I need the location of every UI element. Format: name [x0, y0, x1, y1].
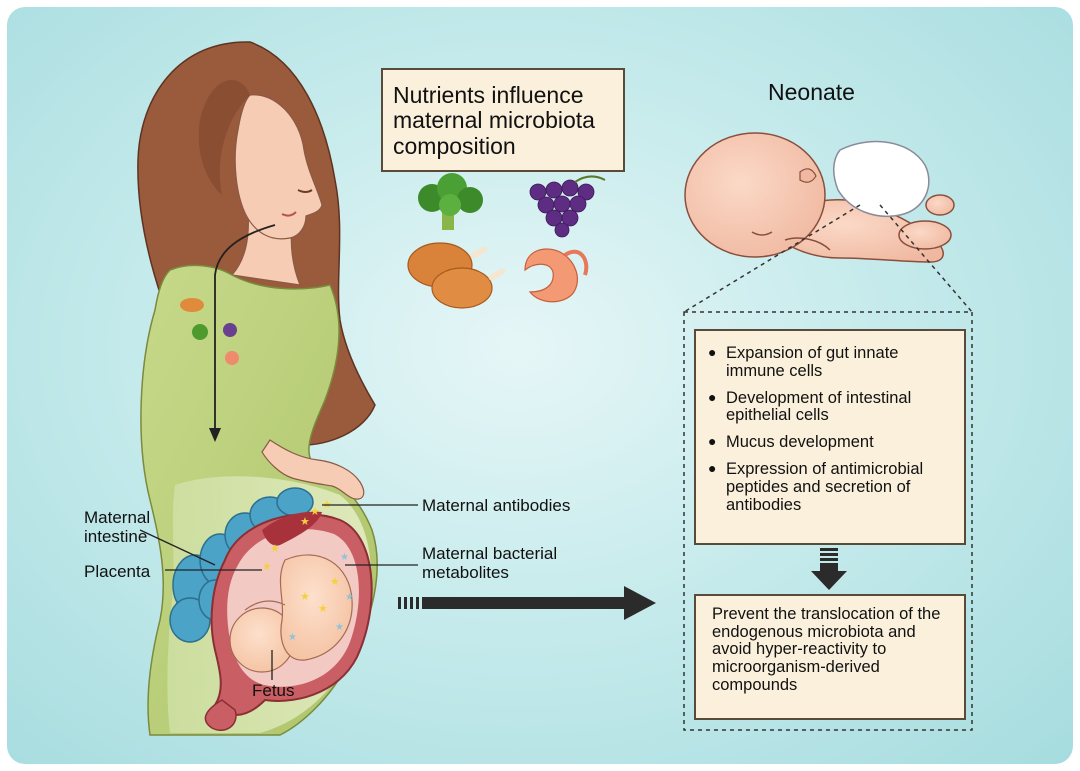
chicken-drumstick-icon — [407, 242, 506, 309]
effect-item: Expansion of gut innate immune cells — [708, 344, 956, 381]
svg-text:★: ★ — [310, 506, 320, 518]
digestion-arrow — [214, 224, 276, 430]
shrimp-icon — [524, 248, 589, 303]
label-fetus: Fetus — [252, 681, 295, 700]
outcome-box: Prevent the translocation of the endogen… — [694, 594, 966, 720]
mother-arm — [261, 439, 365, 500]
effect-item: Expression of antimicrobial peptides and… — [708, 460, 956, 514]
svg-text:★: ★ — [300, 516, 310, 528]
effects-list: Expansion of gut innate immune cells Dev… — [708, 344, 956, 515]
svg-text:★: ★ — [262, 561, 272, 573]
metabolite-stars: ★ ★ ★ ★ — [288, 552, 354, 643]
label-line: Maternal bacterial — [422, 544, 558, 563]
svg-text:★: ★ — [270, 543, 280, 555]
label-placenta: Placenta — [84, 562, 151, 581]
label-maternal-bacterial-metabolites: Maternal bacterial metabolites — [422, 544, 557, 582]
svg-text:★: ★ — [335, 622, 344, 633]
effect-item: Development of intestinal epithelial cel… — [708, 389, 956, 426]
neonate-title: Neonate — [768, 79, 855, 105]
svg-text:★: ★ — [340, 552, 349, 563]
uterus-art — [204, 511, 373, 731]
neonate-effects-box: Expansion of gut innate immune cells Dev… — [694, 329, 966, 545]
broccoli-icon — [418, 173, 483, 230]
nutrients-line-3: composition — [393, 132, 516, 159]
label-line: Maternal — [84, 508, 151, 527]
grapes-icon — [529, 175, 606, 238]
label-maternal-intestine: Maternal intestine — [84, 508, 150, 546]
label-line: intestine — [84, 527, 148, 547]
label-line: metabolites — [422, 563, 509, 583]
svg-text:★: ★ — [300, 591, 310, 603]
ingested-food-icons — [180, 298, 239, 365]
mother-figure: ★★★ ★★★ ★★ ★★★★ — [137, 41, 378, 736]
zoom-lines — [683, 204, 973, 731]
mother-face — [234, 94, 323, 240]
neonate-figure — [684, 132, 955, 263]
svg-text:★: ★ — [318, 603, 328, 615]
svg-text:★: ★ — [330, 576, 340, 588]
placenta-art — [262, 511, 322, 546]
nutrients-line-2: maternal microbiota — [393, 107, 595, 134]
nutrients-box: Nutrients influence maternal microbiota … — [381, 68, 625, 172]
effect-item: Mucus development — [708, 433, 956, 452]
transfer-arrow — [398, 586, 656, 620]
fetus-art — [229, 554, 353, 673]
label-maternal-antibodies: Maternal antibodies — [422, 496, 571, 515]
svg-text:★: ★ — [345, 592, 354, 603]
leader-lines — [139, 504, 418, 680]
down-arrow — [811, 548, 847, 590]
neonate-diaper — [833, 140, 930, 217]
nutrients-line-1: Nutrients influence — [393, 82, 584, 108]
svg-text:★: ★ — [288, 632, 297, 643]
